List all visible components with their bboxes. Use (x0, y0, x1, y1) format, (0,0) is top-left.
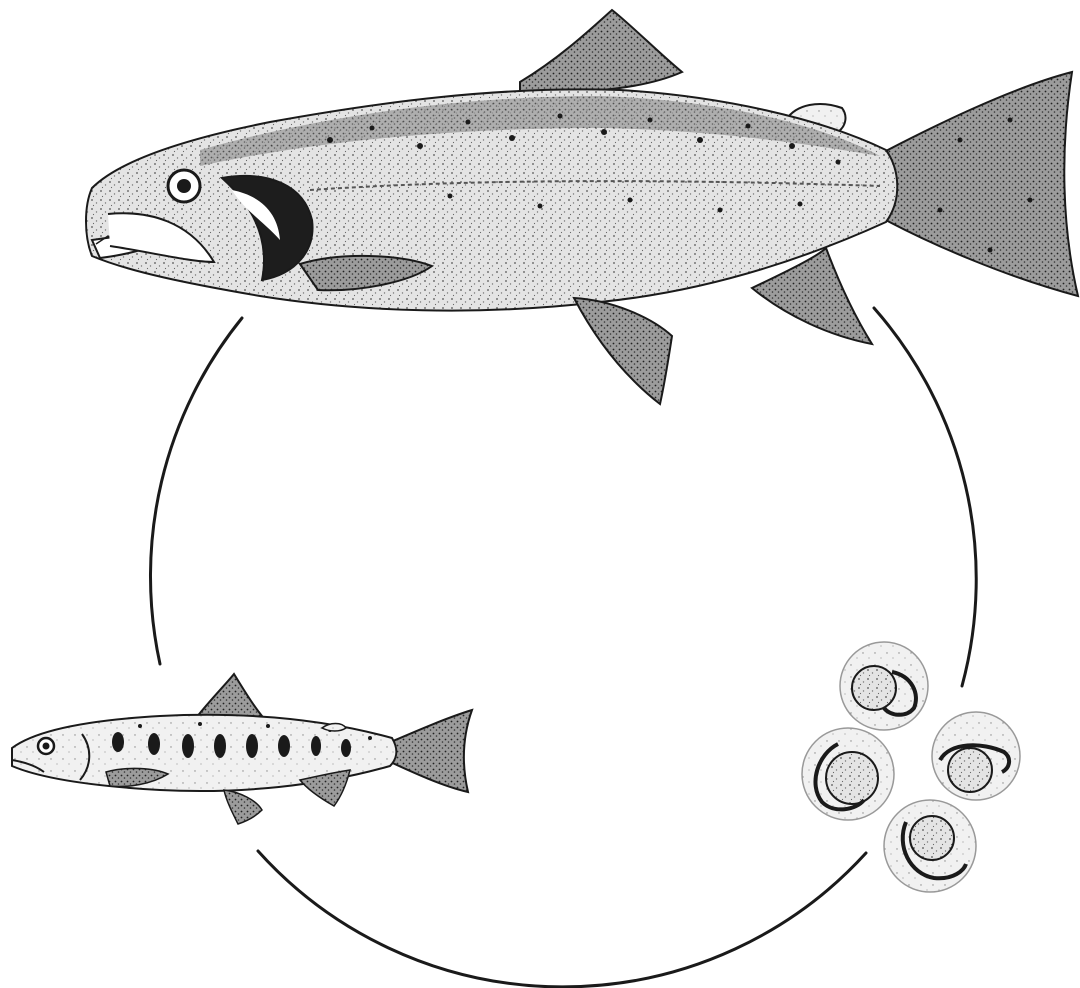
egg (884, 800, 976, 892)
arc-right (874, 308, 976, 686)
arc-bottom (258, 851, 866, 987)
egg (802, 728, 894, 820)
cycle-arcs (150, 308, 976, 987)
arc-left-upper (150, 318, 242, 664)
pelvic-fin (574, 298, 672, 404)
egg (840, 642, 928, 730)
tail-fin (880, 72, 1078, 296)
adult-trout-icon (86, 10, 1078, 404)
juvenile-parr-icon (12, 674, 472, 824)
trout-eggs-icon (802, 642, 1020, 892)
egg (932, 712, 1020, 800)
dorsal-fin (520, 10, 682, 92)
